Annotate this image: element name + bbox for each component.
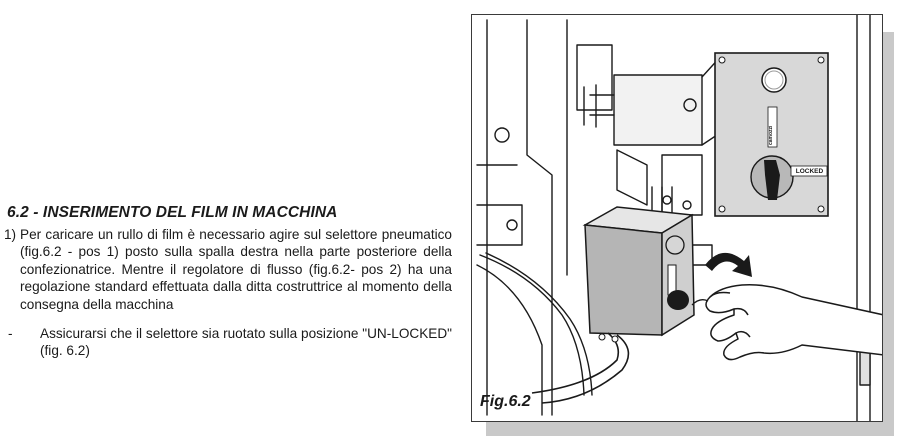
step-text: Per caricare un rullo di film è necessar… xyxy=(20,227,452,312)
machine-illustration xyxy=(476,15,882,421)
rotation-arrow xyxy=(705,252,752,277)
brand-logo: camozzi xyxy=(768,125,774,145)
instruction-note: - Assicurarsi che il selettore sia ruota… xyxy=(4,325,452,360)
instructions-text: 6.2 - INSERIMENTO DEL FILM IN MACCHINA 1… xyxy=(4,204,452,360)
hand-illustration xyxy=(705,284,882,361)
valve-box xyxy=(531,206,695,404)
selector-panel-inset xyxy=(714,52,829,217)
locked-label: LOCKED xyxy=(795,168,824,175)
figure-6-2: Fig.6.2 camozzi LOCKED xyxy=(471,14,883,422)
figure-caption: Fig.6.2 xyxy=(480,393,531,410)
note-marker: - xyxy=(8,326,13,342)
note-text: Assicurarsi che il selettore sia ruotato… xyxy=(40,326,452,359)
step-marker: 1) xyxy=(4,227,17,242)
instruction-step-1: 1) Per caricare un rullo di film è neces… xyxy=(4,226,452,313)
section-title: 6.2 - INSERIMENTO DEL FILM IN MACCHINA xyxy=(7,204,338,221)
